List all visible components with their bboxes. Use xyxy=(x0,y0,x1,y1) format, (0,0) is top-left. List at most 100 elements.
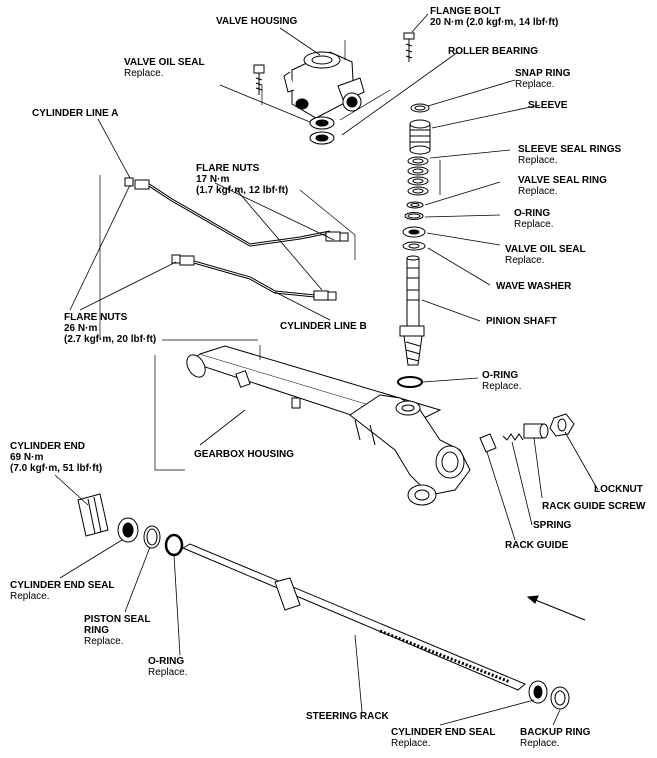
piston-seal-ring-part xyxy=(143,525,161,549)
label-cylinder-end-seal-right-title: CYLINDER END SEAL xyxy=(391,727,496,738)
roller-bearing-part xyxy=(309,131,335,145)
label-o-ring-3-note: Replace. xyxy=(148,667,188,678)
label-sleeve-seal-rings-note: Replace. xyxy=(518,155,558,166)
label-cylinder-end-seal-right-note: Replace. xyxy=(391,738,431,749)
label-o-ring-1: O-RING Replace. xyxy=(514,208,553,230)
label-cylinder-line-b-title: CYLINDER LINE B xyxy=(280,321,367,332)
label-spring-title: SPRING xyxy=(533,520,572,531)
label-valve-oil-seal-2: VALVE OIL SEAL Replace. xyxy=(505,244,586,266)
label-valve-oil-seal-2-title: VALVE OIL SEAL xyxy=(505,244,586,255)
label-flange-bolt-torque: 20 N·m (2.0 kgf·m, 14 lbf·ft) xyxy=(430,17,559,28)
label-piston-seal-ring-note: Replace. xyxy=(84,636,124,647)
cylinder-end-seal-left-part xyxy=(117,517,139,543)
label-backup-ring-title: BACKUP RING xyxy=(520,727,591,738)
label-steering-rack-title: STEERING RACK xyxy=(306,711,389,722)
label-locknut-title: LOCKNUT xyxy=(594,484,643,495)
label-cylinder-end-torque-alt: (7.0 kgf·m, 51 lbf·ft) xyxy=(10,463,103,474)
label-piston-seal-ring-title: PISTON SEAL xyxy=(84,614,151,625)
backup-ring-part xyxy=(550,686,570,710)
sleeve-part xyxy=(409,119,431,155)
label-valve-oil-seal-2-note: Replace. xyxy=(505,255,545,266)
spring-part xyxy=(502,433,524,441)
locknut-part xyxy=(549,413,575,437)
label-pinion-shaft: PINION SHAFT xyxy=(486,316,557,327)
valve-oil-seal-top-part xyxy=(309,116,335,130)
steering-rack-part xyxy=(181,543,526,691)
gearbox-housing-part xyxy=(186,345,471,506)
label-flare-nuts-26-title: FLARE NUTS xyxy=(64,312,128,323)
label-wave-washer-title: WAVE WASHER xyxy=(496,281,572,292)
label-cylinder-line-b: CYLINDER LINE B xyxy=(280,321,367,332)
label-backup-ring-note: Replace. xyxy=(520,738,560,749)
label-piston-seal-ring: PISTON SEAL RING Replace. xyxy=(84,614,151,647)
wave-washer-part xyxy=(402,241,426,251)
label-valve-housing-title: VALVE HOUSING xyxy=(216,16,298,27)
label-sleeve-title: SLEEVE xyxy=(528,100,568,111)
label-roller-bearing: ROLLER BEARING xyxy=(448,46,538,57)
sleeve-seal-rings-part xyxy=(407,156,429,196)
label-rack-guide: RACK GUIDE xyxy=(505,540,568,551)
label-flange-bolt-title: FLANGE BOLT xyxy=(430,6,501,17)
label-cylinder-line-a: CYLINDER LINE A xyxy=(32,108,118,119)
pinion-shaft-part xyxy=(399,255,425,366)
label-sleeve-seal-rings: SLEEVE SEAL RINGS Replace. xyxy=(518,144,621,166)
label-roller-bearing-title: ROLLER BEARING xyxy=(448,46,538,57)
label-o-ring-2-note: Replace. xyxy=(482,381,522,392)
label-backup-ring: BACKUP RING Replace. xyxy=(520,727,590,749)
cylinder-end-seal-right-part xyxy=(528,680,548,704)
cylinder-end-part xyxy=(77,493,109,537)
label-steering-rack: STEERING RACK xyxy=(306,711,389,722)
label-o-ring-3-title: O-RING xyxy=(148,656,185,667)
label-flare-nuts-26-torque: 26 N·m xyxy=(64,323,98,334)
rack-guide-part xyxy=(479,433,497,453)
cylinder-line-b-part xyxy=(171,254,337,301)
valve-housing-part xyxy=(283,51,365,119)
cylinder-line-a-part xyxy=(124,177,349,247)
label-gearbox-housing-title: GEARBOX HOUSING xyxy=(194,449,295,460)
label-piston-seal-ring-title2: RING xyxy=(84,625,109,636)
label-flare-nuts-26: FLARE NUTS 26 N·m (2.7 kgf·m, 20 lbf·ft) xyxy=(64,312,156,345)
label-flare-nuts-17: FLARE NUTS 17 N·m (1.7 kgf·m, 12 lbf·ft) xyxy=(196,163,288,196)
label-rack-guide-title: RACK GUIDE xyxy=(505,540,569,551)
label-valve-seal-ring-note: Replace. xyxy=(518,186,558,197)
valve-seal-ring-part xyxy=(406,201,424,209)
label-o-ring-3: O-RING Replace. xyxy=(148,656,187,678)
label-o-ring-2: O-RING Replace. xyxy=(482,370,521,392)
label-flare-nuts-17-torque: 17 N·m xyxy=(196,174,230,185)
label-spring: SPRING xyxy=(533,520,571,531)
label-valve-housing: VALVE HOUSING xyxy=(216,16,297,27)
valve-housing-bolt xyxy=(253,64,265,95)
label-o-ring-2-title: O-RING xyxy=(482,370,519,381)
label-o-ring-1-note: Replace. xyxy=(514,219,554,230)
label-cylinder-end-seal-right: CYLINDER END SEAL Replace. xyxy=(391,727,495,749)
label-snap-ring-note: Replace. xyxy=(515,79,555,90)
label-locknut: LOCKNUT xyxy=(594,484,643,495)
label-flare-nuts-26-torque-alt: (2.7 kgf·m, 20 lbf·ft) xyxy=(64,334,157,345)
label-sleeve-seal-rings-title: SLEEVE SEAL RINGS xyxy=(518,144,622,155)
leader-lines xyxy=(54,13,599,726)
label-valve-oil-seal-top-note: Replace. xyxy=(124,68,164,79)
label-gearbox-housing: GEARBOX HOUSING xyxy=(194,449,294,460)
label-valve-seal-ring: VALVE SEAL RING Replace. xyxy=(518,175,607,197)
label-cylinder-end-title: CYLINDER END xyxy=(10,441,86,452)
label-flare-nuts-17-torque-alt: (1.7 kgf·m, 12 lbf·ft) xyxy=(196,185,289,196)
label-wave-washer: WAVE WASHER xyxy=(496,281,571,292)
label-cylinder-end-torque: 69 N·m xyxy=(10,452,44,463)
label-cylinder-end-seal-left-title: CYLINDER END SEAL xyxy=(10,580,115,591)
label-rack-guide-screw-title: RACK GUIDE SCREW xyxy=(542,501,646,512)
label-flare-nuts-17-title: FLARE NUTS xyxy=(196,163,260,174)
label-pinion-shaft-title: PINION SHAFT xyxy=(486,316,557,327)
label-cylinder-end-seal-left-note: Replace. xyxy=(10,591,50,602)
label-cylinder-end: CYLINDER END 69 N·m (7.0 kgf·m, 51 lbf·f… xyxy=(10,441,102,474)
o-ring-1-part xyxy=(404,212,424,220)
o-ring-3-part xyxy=(164,533,184,557)
flange-bolt-part xyxy=(403,32,415,62)
label-valve-oil-seal-top: VALVE OIL SEAL Replace. xyxy=(124,57,205,79)
label-valve-oil-seal-top-title: VALVE OIL SEAL xyxy=(124,57,205,68)
direction-arrow xyxy=(526,595,586,621)
label-o-ring-1-title: O-RING xyxy=(514,208,551,219)
valve-oil-seal-2-part xyxy=(402,226,426,238)
label-cylinder-end-seal-left: CYLINDER END SEAL Replace. xyxy=(10,580,114,602)
label-rack-guide-screw: RACK GUIDE SCREW xyxy=(542,501,645,512)
